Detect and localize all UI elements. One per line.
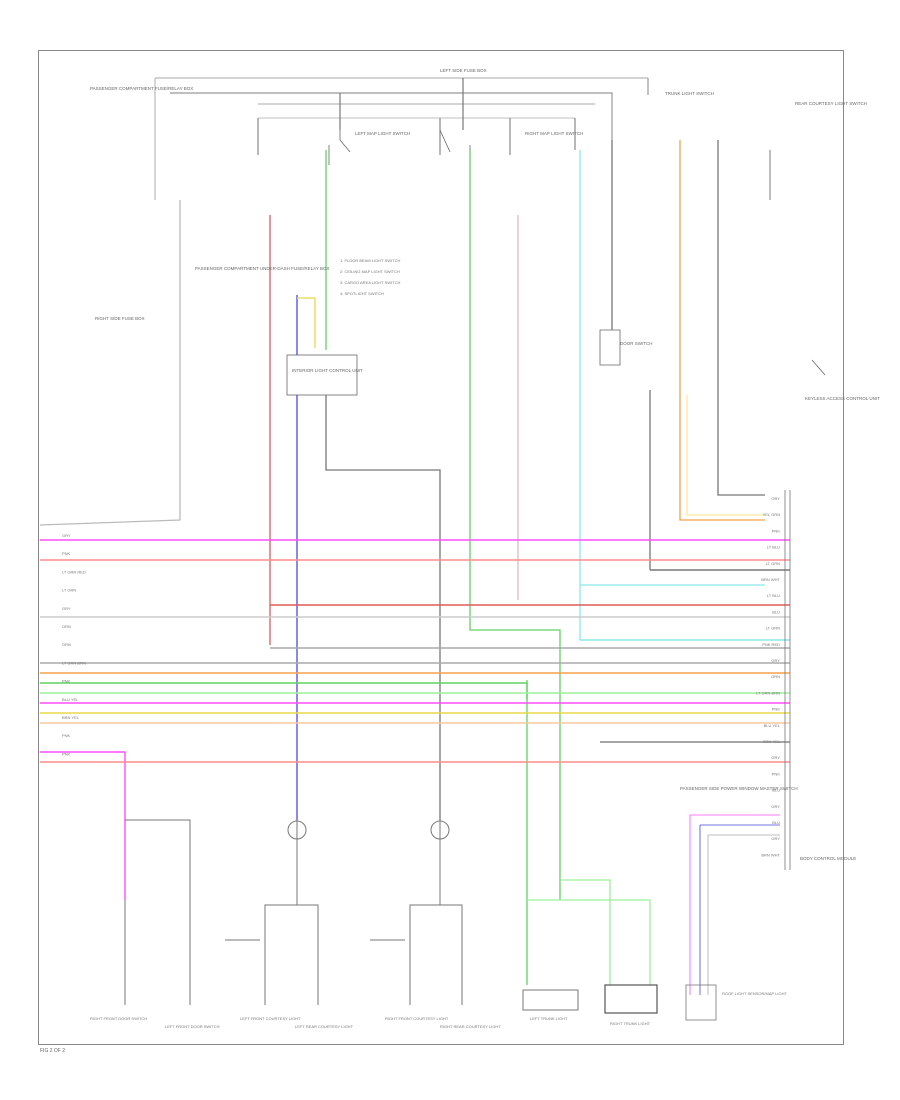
label-lr-courtesy: LEFT REAR COURTESY LIGHT <box>295 1024 354 1029</box>
label-under-dash-box: PASSENGER COMPARTMENT UNDER-DASH FUSE/RE… <box>195 266 330 271</box>
footer-code: FIG 2 OF 2 <box>40 1048 65 1054</box>
bus-label-right-3: LT BLU <box>767 545 780 550</box>
switch-legend-item-0: 1: FLOOR BEAM LIGHT SWITCH <box>340 258 400 263</box>
label-pw-master-switch: PASSENGER SIDE POWER WINDOW MASTER SWITC… <box>680 786 798 791</box>
bus-label-right-19: GRY <box>771 804 780 809</box>
label-right-map-switch: RIGHT MAP LIGHT SWITCH <box>525 131 583 136</box>
bus-label-right-16: GRY <box>771 755 780 760</box>
switch-legend: 1: FLOOR BEAM LIGHT SWITCH 2: CEILING MAP… <box>340 258 400 296</box>
bus-label-right-9: PNK RED <box>762 642 780 647</box>
label-keyless-unit: KEYLESS ACCESS CONTROL UNIT <box>805 396 880 401</box>
bus-label-right-7: BLU <box>772 609 780 614</box>
bus-labels-left: GRY PNK LT GRN RED LT GRN GRY ORN GRN LT GRN BR… <box>62 533 86 756</box>
label-trunk-switch: TRUNK LIGHT SWITCH <box>665 91 714 96</box>
bus-label-right-12: LT GRN BRN <box>756 690 780 695</box>
bus-label-left-2: LT GRN RED <box>62 569 86 574</box>
bus-label-right-21: GRY <box>771 836 780 841</box>
bus-label-left-5: ORN <box>62 624 71 629</box>
switch-legend-item-3: 4: SPOTLIGHT SWITCH <box>340 291 384 296</box>
label-right-fuse-box: RIGHT SIDE FUSE BOX <box>95 316 145 321</box>
label-door-switch: DOOR SWITCH <box>620 341 653 346</box>
bus-label-left-6: GRN <box>62 642 71 647</box>
bus-label-left-10: BRN YEL <box>62 715 80 720</box>
horizontal-buses <box>40 539 790 900</box>
bus-label-right-20: BLU <box>772 820 780 825</box>
label-interior-control-unit: INTERIOR LIGHT CONTROL UNIT <box>292 368 363 373</box>
bus-label-right-15: BRN YEL <box>763 739 781 744</box>
label-roof-light-sensor: ROOF LIGHT SENSOR/MAP LIGHT <box>722 991 788 996</box>
label-lf-door-switch: LEFT FRONT DOOR SWITCH <box>165 1024 220 1029</box>
bus-label-right-8: LT GRN <box>766 626 780 631</box>
bus-label-right-5: BRN WHT <box>761 577 780 582</box>
bottom-loads <box>124 819 658 1014</box>
diagram-frame <box>38 50 844 1045</box>
label-rf-door-switch: RIGHT FRONT DOOR SWITCH <box>90 1016 147 1021</box>
bus-label-right-11: ORN <box>771 674 780 679</box>
bus-label-left-7: LT GRN BRN <box>62 660 86 665</box>
label-body-control-module: BODY CONTROL MODULE <box>800 856 856 861</box>
bus-label-right-2: PNK <box>772 528 781 533</box>
bus-label-right-18: BLU <box>772 788 780 793</box>
label-rr-courtesy: RIGHT REAR COURTESY LIGHT <box>440 1024 501 1029</box>
switch-legend-item-1: 2: CEILING MAP LIGHT SWITCH <box>340 269 400 274</box>
bus-label-left-4: GRY <box>62 606 71 611</box>
label-left-fuse-box: LEFT SIDE FUSE BOX <box>440 68 487 73</box>
bus-label-right-13: PNK <box>772 707 781 712</box>
bus-label-right-4: LT GRN <box>766 561 780 566</box>
bus-label-left-8: PNK <box>62 679 71 684</box>
bus-label-left-11: PNK <box>62 733 71 738</box>
component-labels: PASSENGER COMPARTMENT FUSE/RELAY BOX RIG… <box>90 68 880 1029</box>
label-left-map-switch: LEFT MAP LIGHT SWITCH <box>355 131 410 136</box>
bus-label-left-1: PNK <box>62 551 71 556</box>
bus-label-right-0: GRY <box>771 496 780 501</box>
bus-labels-right: GRY YEL GRN PNK LT BLU LT GRN BRN WHT LT BLU BL… <box>756 496 781 857</box>
right-connector <box>685 490 791 1021</box>
bus-label-right-22: BRN WHT <box>761 852 780 857</box>
label-rf-courtesy: RIGHT FRONT COURTESY LIGHT <box>385 1016 449 1021</box>
bus-label-left-9: BLU YEL <box>62 697 79 702</box>
label-pcb-fuse-box: PASSENGER COMPARTMENT FUSE/RELAY BOX <box>90 86 193 91</box>
label-right-trunk-light: RIGHT TRUNK LIGHT <box>610 1021 651 1026</box>
bus-label-left-0: GRY <box>62 533 71 538</box>
bus-label-left-12: PNK <box>62 751 71 756</box>
bus-label-right-17: PNK <box>772 771 781 776</box>
label-lf-courtesy: LEFT FRONT COURTESY LIGHT <box>240 1016 301 1021</box>
label-left-trunk-light: LEFT TRUNK LIGHT <box>530 1016 568 1021</box>
bus-label-right-1: YEL GRN <box>763 512 781 517</box>
bus-label-right-6: LT BLU <box>767 593 780 598</box>
vertical-wires <box>39 140 771 985</box>
label-rear-courtesy-switch: REAR COURTESY LIGHT SWITCH <box>795 101 867 106</box>
bus-label-right-10: GRY <box>771 658 780 663</box>
top-rails <box>154 77 649 200</box>
bus-label-right-14: BLU YEL <box>764 723 781 728</box>
bus-label-left-3: LT GRN <box>62 588 76 593</box>
switch-legend-item-2: 3: CARGO AREA LIGHT SWITCH <box>340 280 400 285</box>
